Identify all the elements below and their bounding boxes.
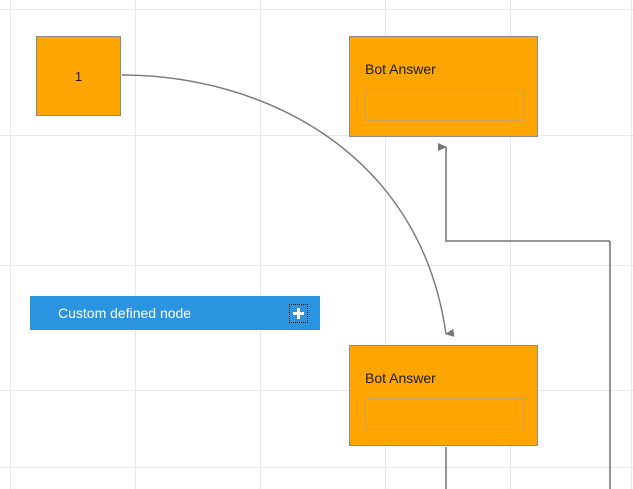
node-1-label: 1 <box>74 68 83 84</box>
node-bot-answer-bottom[interactable]: Bot Answer <box>349 345 538 446</box>
node-1[interactable]: 1 <box>36 36 121 116</box>
node-bot-answer-top-field[interactable] <box>365 89 524 121</box>
node-bot-answer-top[interactable]: Bot Answer <box>349 36 538 137</box>
edge-curve-node1-to-bot-answer-bottom <box>121 74 455 337</box>
node-bot-answer-top-title: Bot Answer <box>365 61 436 77</box>
node-bot-answer-bottom-field[interactable] <box>365 398 524 430</box>
custom-defined-node-label: Custom defined node <box>58 305 192 321</box>
node-bot-answer-bottom-title: Bot Answer <box>365 370 436 386</box>
plus-icon[interactable] <box>289 303 308 323</box>
edge-elbow-into-bot-answer-top <box>438 143 610 242</box>
custom-defined-node-bar[interactable]: Custom defined node <box>30 296 320 330</box>
